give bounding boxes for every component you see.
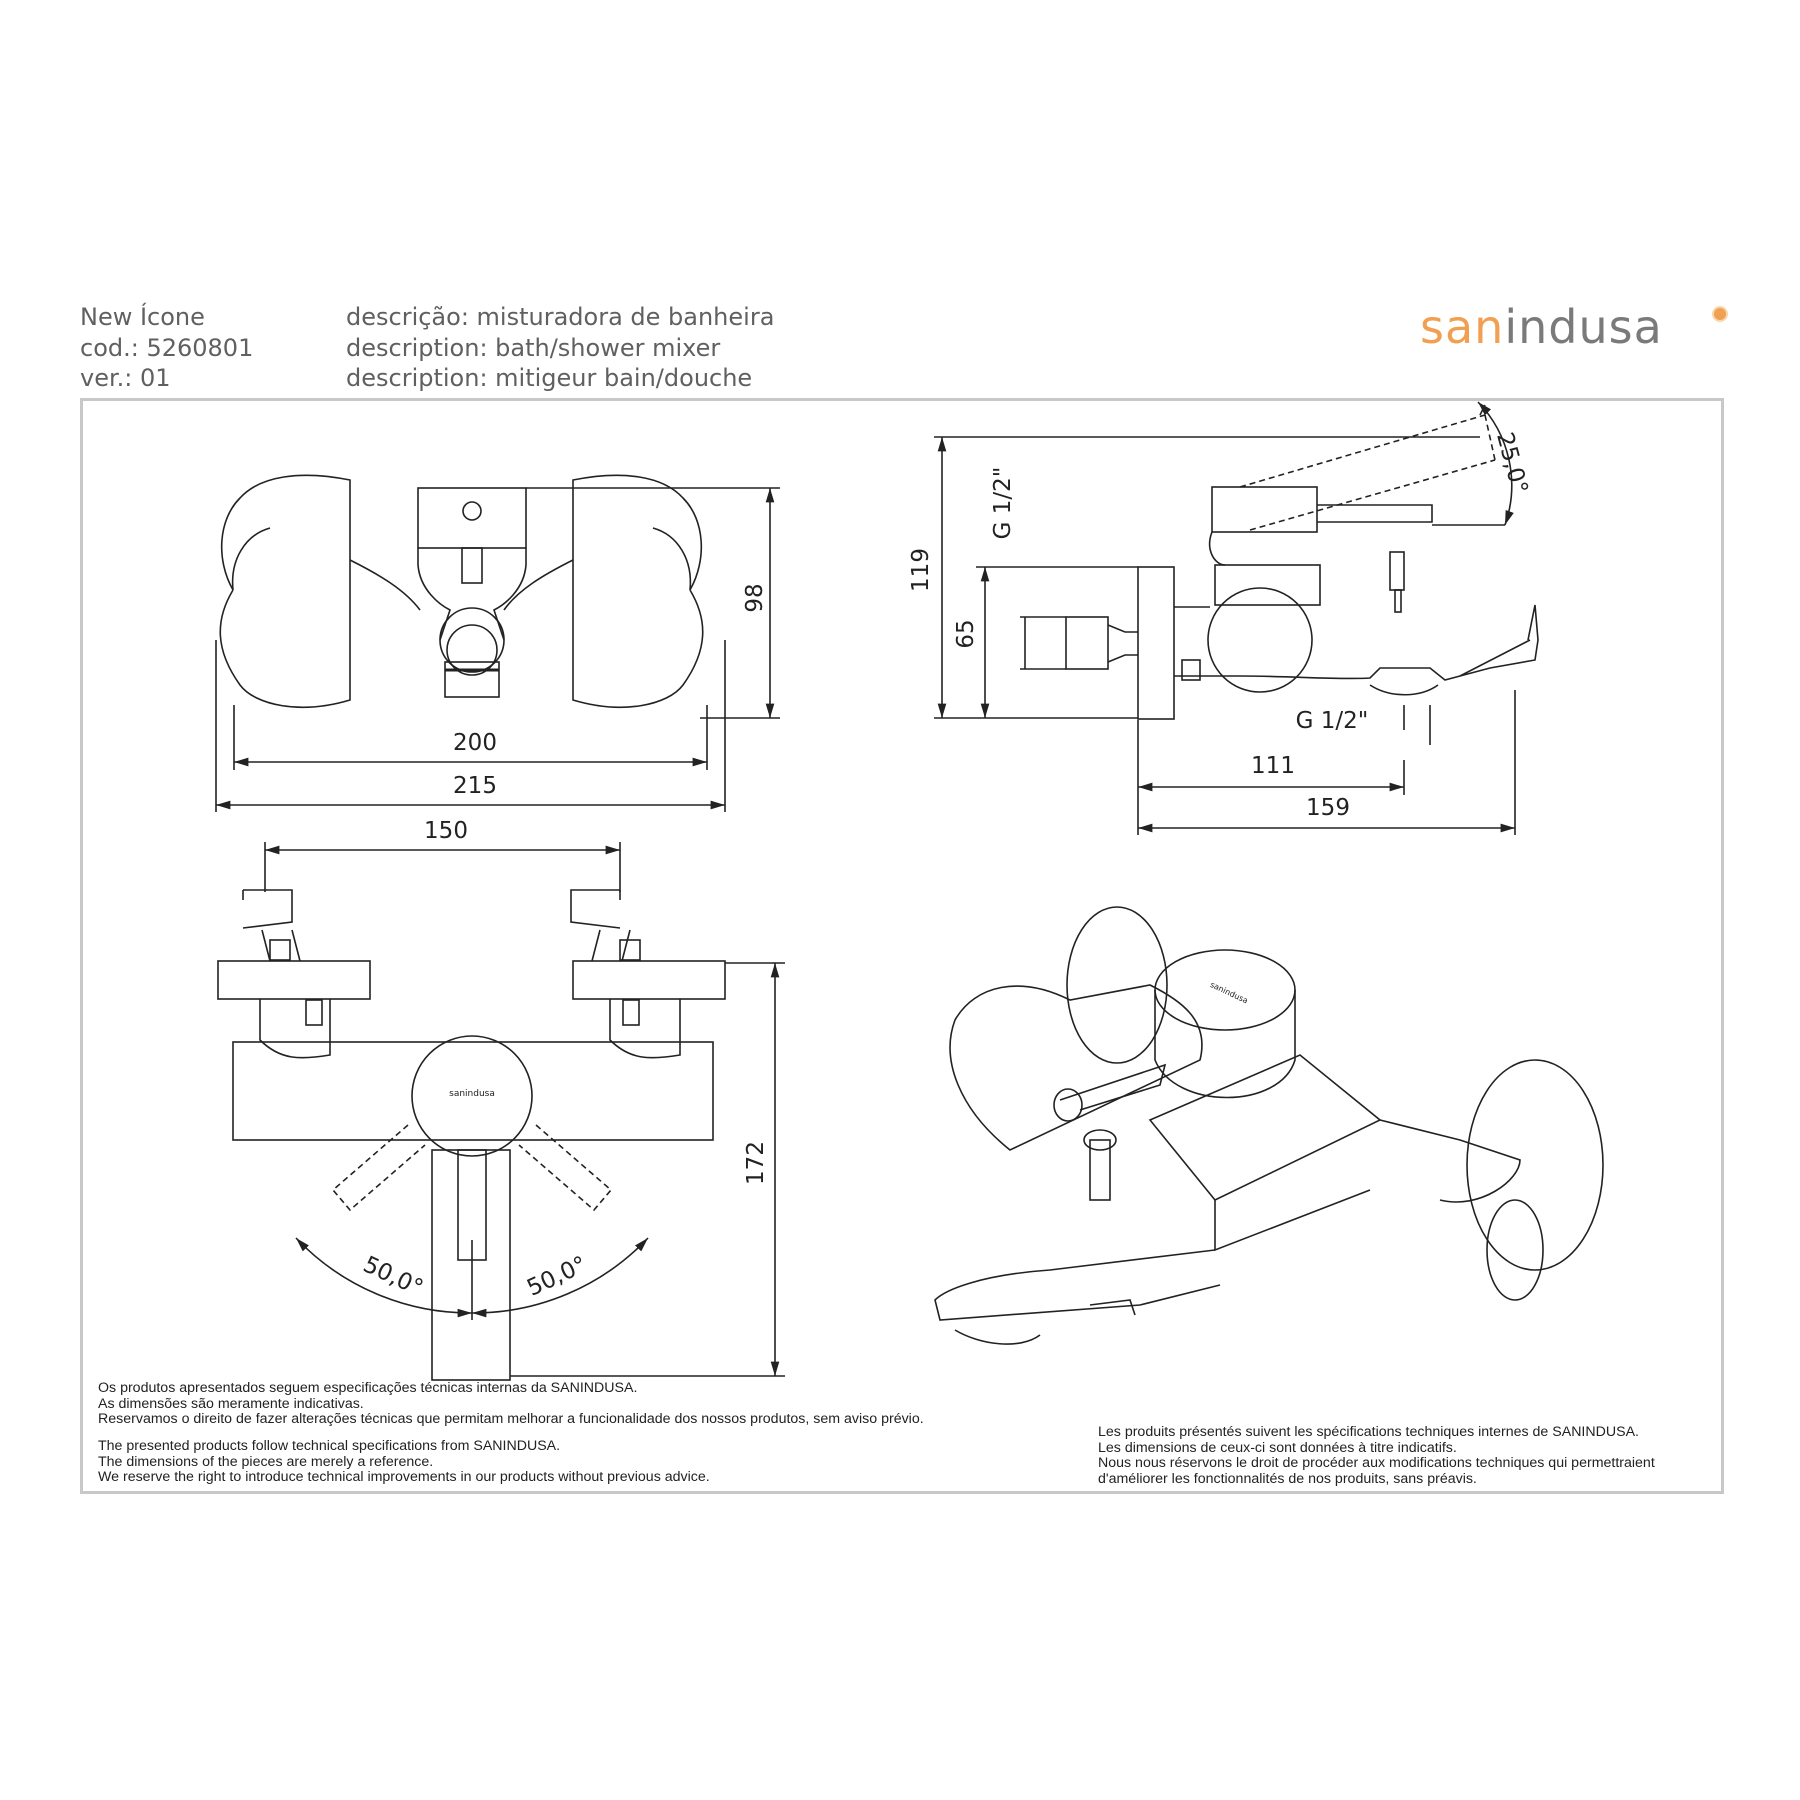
dim-top-width-outer: 215 <box>453 773 497 799</box>
note-line: As dimensões são meramente indicativas. <box>98 1395 364 1412</box>
description-en: description: bath/shower mixer <box>346 333 721 362</box>
front-brand-label: sanindusa <box>449 1089 495 1099</box>
iso-brand-label: sanindusa <box>1209 980 1250 1005</box>
note-line: The dimensions of the pieces are merely … <box>98 1453 434 1470</box>
note-line: Les dimensions de ceux-ci sont données à… <box>1098 1439 1457 1456</box>
description-pt: descrição: misturadora de banheira <box>346 303 775 331</box>
header-product-info: New Ícone cod.: 5260801 ver.: 01 <box>80 302 253 394</box>
product-version: ver.: 01 <box>80 364 171 392</box>
dim-side-height-inlet: 65 <box>953 619 979 648</box>
note-line: Les produits présentés suivent les spéci… <box>1098 1424 1639 1440</box>
dim-rotation-left: 50,0° <box>359 1252 427 1302</box>
dimension-labels: 200 215 98 119 65 G 1/2" G 1/2" 111 159 … <box>359 430 1532 1302</box>
note-line: We reserve the right to introduce techni… <box>98 1469 710 1485</box>
product-code: cod.: 5260801 <box>80 333 254 362</box>
dim-front-height: 172 <box>743 1141 769 1185</box>
product-name: New Ícone <box>80 303 205 331</box>
dim-rotation-right: 50,0° <box>523 1252 591 1302</box>
note-line: Reservamos o direito de fazer alterações… <box>98 1411 924 1427</box>
description-fr: description: mitigeur bain/douche <box>346 364 753 392</box>
thread-top-label: G 1/2" <box>990 467 1016 540</box>
top-view <box>215 474 780 812</box>
side-view <box>934 401 1539 835</box>
dim-top-height: 98 <box>742 583 768 612</box>
front-view <box>217 842 785 1381</box>
notes-french: Les produits présentés suivent les spéci… <box>1098 1424 1655 1487</box>
note-line: d'améliorer les fonctionnalités de nos p… <box>1098 1470 1477 1487</box>
iso-view <box>934 906 1604 1345</box>
logo-dot-icon <box>1712 306 1728 322</box>
notes-english: The presented products follow technical … <box>98 1438 710 1486</box>
dim-front-spacing: 150 <box>424 818 468 844</box>
dim-side-depth-total: 159 <box>1306 795 1350 821</box>
dim-side-depth-outlet: 111 <box>1251 753 1295 779</box>
drawing-frame <box>80 398 1724 1494</box>
notes-portuguese: Os produtos apresentados seguem especifi… <box>98 1380 924 1428</box>
note-line: The presented products follow technical … <box>98 1438 561 1454</box>
note-line: Os produtos apresentados seguem especifi… <box>98 1380 638 1396</box>
dim-top-width-inner: 200 <box>453 730 497 756</box>
dim-side-height-total: 119 <box>908 548 934 592</box>
sanindusa-logo: sanindusa <box>1420 300 1663 354</box>
header-descriptions: descrição: misturadora de banheira descr… <box>346 302 774 394</box>
dim-lever-angle: 25,0° <box>1491 430 1532 497</box>
note-line: Nous nous réservons le droit de procéder… <box>1098 1455 1655 1471</box>
thread-bottom-label: G 1/2" <box>1296 708 1369 734</box>
